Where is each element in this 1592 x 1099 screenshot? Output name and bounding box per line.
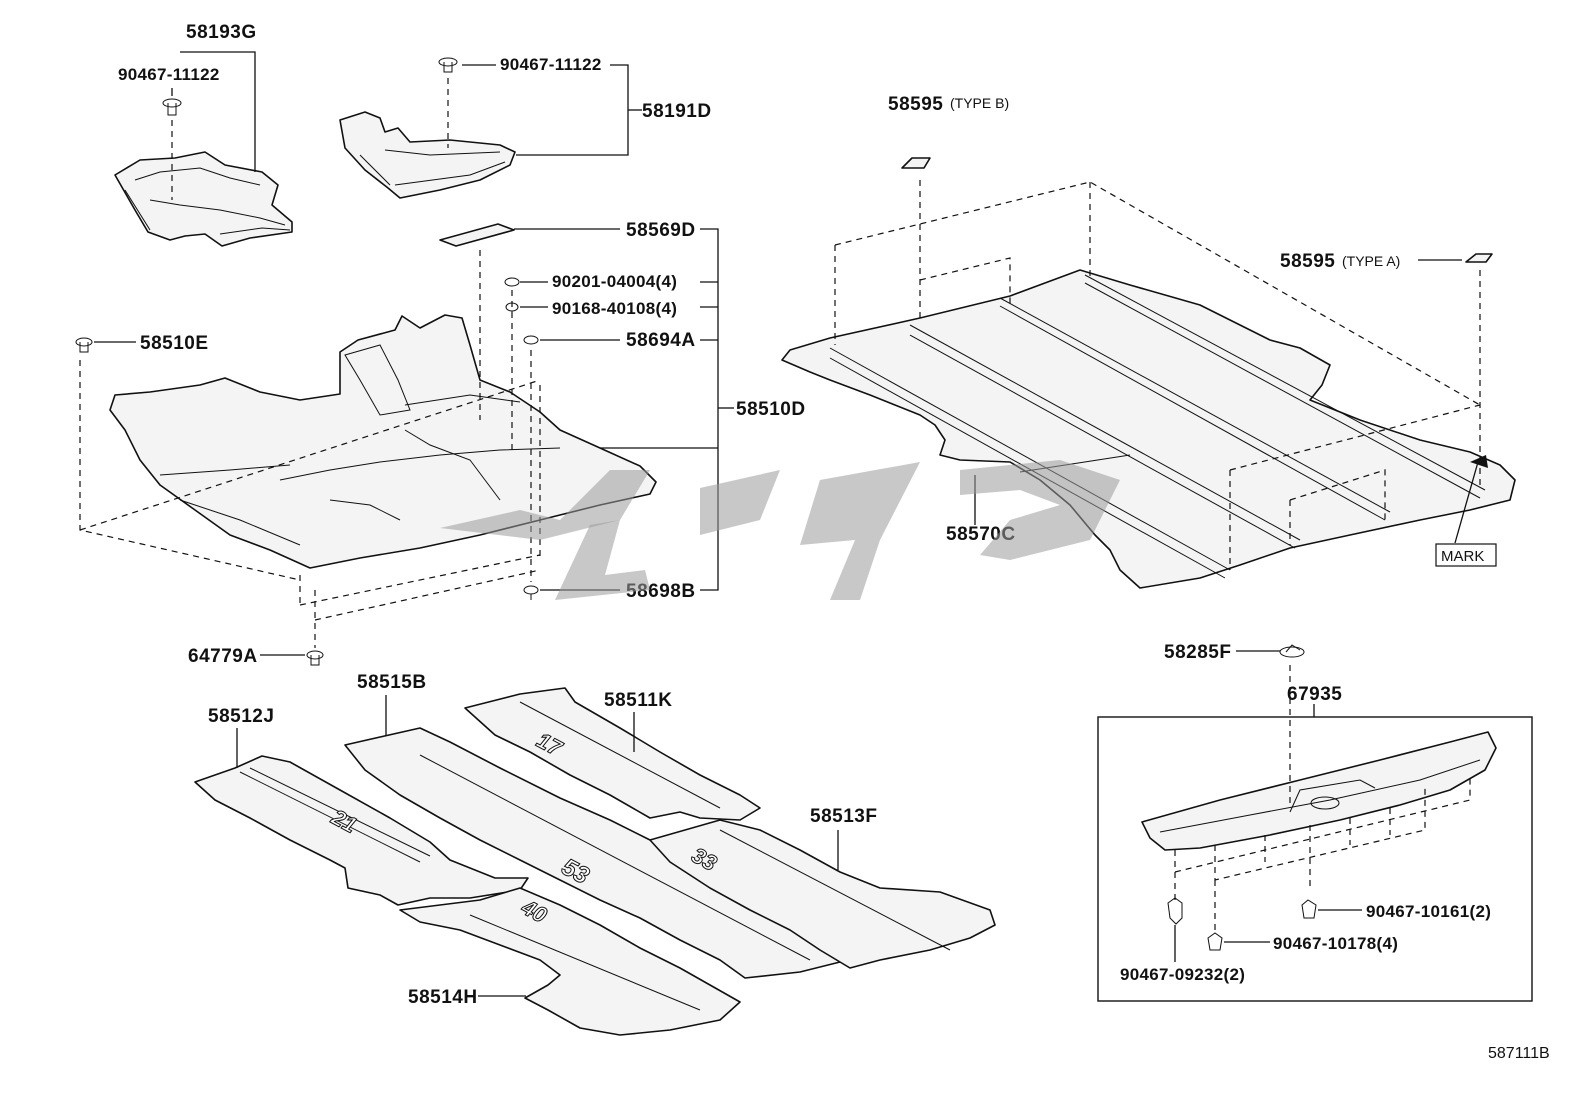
part-58570C-carpet[interactable] [781, 269, 1516, 589]
label-90467-10178: 90467-10178(4) [1273, 934, 1398, 953]
part-58193G[interactable] [114, 151, 293, 247]
clip-90467-10178[interactable] [1207, 932, 1223, 951]
label-58694A: 58694A [626, 330, 696, 351]
clip-90467-09232[interactable] [1167, 897, 1183, 925]
part-58511K-mat[interactable]: 17 [464, 687, 761, 821]
label-58193G: 58193G [186, 22, 257, 43]
part-58514H-mat[interactable]: 40 [399, 887, 741, 1036]
label-58569D: 58569D [626, 220, 696, 241]
label-64779A: 64779A [188, 646, 258, 667]
mark-label: MARK [1441, 548, 1484, 565]
part-58191D[interactable] [339, 111, 516, 199]
part-58510D-carpet[interactable] [109, 314, 657, 569]
label-90467-11122-a: 90467-11122 [118, 65, 220, 84]
label-58595-type-b: 58595 [888, 94, 943, 115]
label-67935: 67935 [1287, 684, 1342, 705]
label-58285F: 58285F [1164, 642, 1231, 663]
note-type-b: (TYPE B) [950, 95, 1009, 111]
part-58595-type-a[interactable] [1465, 253, 1493, 263]
fastener-90201[interactable] [504, 277, 520, 287]
label-90201-04004: 90201-04004(4) [552, 272, 677, 291]
clip-58285F[interactable] [1279, 644, 1305, 658]
label-90467-09232: 90467-09232(2) [1120, 965, 1245, 984]
part-58569D[interactable] [439, 223, 515, 247]
fastener-58698B[interactable] [523, 585, 539, 600]
label-58510E: 58510E [140, 333, 209, 354]
label-58514H: 58514H [408, 987, 478, 1008]
label-90467-11122-b: 90467-11122 [500, 55, 602, 74]
label-58511K: 58511K [604, 690, 673, 711]
clip-58510E[interactable] [75, 337, 93, 353]
fastener-58694A[interactable] [523, 335, 539, 345]
mark-indicator: MARK [1435, 455, 1497, 567]
clip-90467-10161[interactable] [1301, 899, 1317, 919]
label-58191D: 58191D [642, 101, 712, 122]
clip-64779A[interactable] [306, 650, 324, 666]
part-58515B-mat[interactable]: 53 [344, 727, 841, 979]
label-58595-type-a: 58595 [1280, 251, 1335, 272]
label-58513F: 58513F [810, 806, 877, 827]
part-67935[interactable] [1141, 731, 1497, 851]
box-67935 [1097, 716, 1533, 1002]
label-90168-40108: 90168-40108(4) [552, 299, 677, 318]
label-58510D: 58510D [736, 399, 806, 420]
label-58512J: 58512J [208, 706, 274, 727]
part-58512J-mat[interactable]: 21 [194, 755, 529, 906]
clip-90467-11122-left[interactable] [162, 98, 182, 116]
figure-number: 587111B [1488, 1045, 1550, 1062]
label-58515B: 58515B [357, 672, 427, 693]
label-90467-10161: 90467-10161(2) [1366, 902, 1491, 921]
note-type-a: (TYPE A) [1342, 253, 1400, 269]
clip-90467-11122-top[interactable] [438, 57, 458, 73]
part-58513F-mat[interactable]: 33 [649, 819, 996, 969]
watermark-logo [440, 460, 1120, 600]
part-58595-type-b[interactable] [901, 157, 931, 169]
